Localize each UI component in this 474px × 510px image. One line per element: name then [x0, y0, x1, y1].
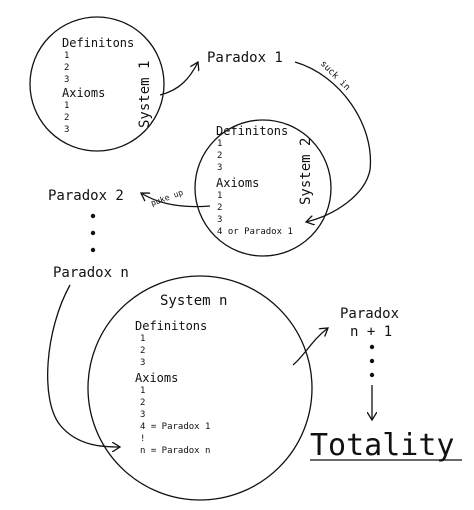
system-2-definition-item: 3 — [217, 163, 222, 173]
system-1-axiom-item: 1 — [64, 101, 69, 111]
system-2-axiom-item: 3 — [217, 215, 222, 225]
system-2-axiom-item: 4 or Paradox 1 — [217, 227, 293, 237]
system-n-axiom-item: 1 — [140, 386, 145, 396]
system-n-definitions-title: Definitons — [135, 319, 207, 333]
arrow-paradoxn-to-systemn — [47, 284, 120, 447]
system-2-definition-item: 1 — [217, 139, 222, 149]
paradox-n-label: Paradox n — [53, 265, 129, 281]
ellipsis-dot — [369, 372, 375, 378]
system-n-axiom-item: 3 — [140, 410, 145, 420]
system-1-definition-item: 3 — [64, 75, 69, 85]
system-1-definition-item: 1 — [64, 51, 69, 61]
ellipsis-dot — [90, 247, 96, 253]
system-1-circle — [29, 16, 165, 152]
system-2-definition-item: 2 — [217, 151, 222, 161]
system-n-axiom-item: ! — [140, 434, 145, 444]
arrow-system2-to-paradox2 — [141, 193, 211, 208]
system-n-definition-item: 1 — [140, 334, 145, 344]
system-2-axioms-title: Axioms — [216, 176, 259, 190]
system-n-axiom-item: n = Paradox n — [140, 446, 210, 456]
system-2-axiom-item: 1 — [217, 191, 222, 201]
system-2-axiom-item: 2 — [217, 203, 222, 213]
system-1-definitions-title: Definitons — [62, 36, 134, 50]
ellipsis-dot — [369, 344, 375, 350]
system-2-definitions-title: Definitons — [216, 124, 288, 138]
system-n-axioms-title: Axioms — [135, 371, 178, 385]
system-1-definition-item: 2 — [64, 63, 69, 73]
system-1-label: System 1 — [137, 61, 153, 128]
system-n-definition-item: 2 — [140, 346, 145, 356]
system-n-definition-item: 3 — [140, 358, 145, 368]
system-2-circle — [194, 119, 332, 257]
puke-up-label: puke up — [150, 188, 185, 208]
arrow-systemn-to-paradox-n1 — [292, 328, 328, 366]
ellipsis-dot — [90, 213, 96, 219]
system-n-axiom-item: 4 = Paradox 1 — [140, 422, 210, 432]
paradox-2-label: Paradox 2 — [48, 188, 124, 204]
paradox-n-plus-1-label: n + 1 — [350, 324, 392, 340]
ellipsis-dot — [90, 230, 96, 236]
paradox-n-plus-1-label: Paradox — [340, 306, 399, 322]
arrow-paradox1-to-system2 — [294, 61, 372, 222]
system-1-axiom-item: 2 — [64, 113, 69, 123]
system-n-label: System n — [160, 293, 227, 309]
system-n-circle — [87, 275, 313, 501]
arrow-system1-to-paradox1 — [159, 62, 198, 96]
system-1-axioms-title: Axioms — [62, 86, 105, 100]
totality-label: Totality — [310, 428, 455, 463]
ellipsis-dot — [369, 358, 375, 364]
system-n-axiom-item: 2 — [140, 398, 145, 408]
system-2-label: System 2 — [298, 138, 314, 205]
system-1-axiom-item: 3 — [64, 125, 69, 135]
paradox-1-label: Paradox 1 — [207, 50, 283, 66]
